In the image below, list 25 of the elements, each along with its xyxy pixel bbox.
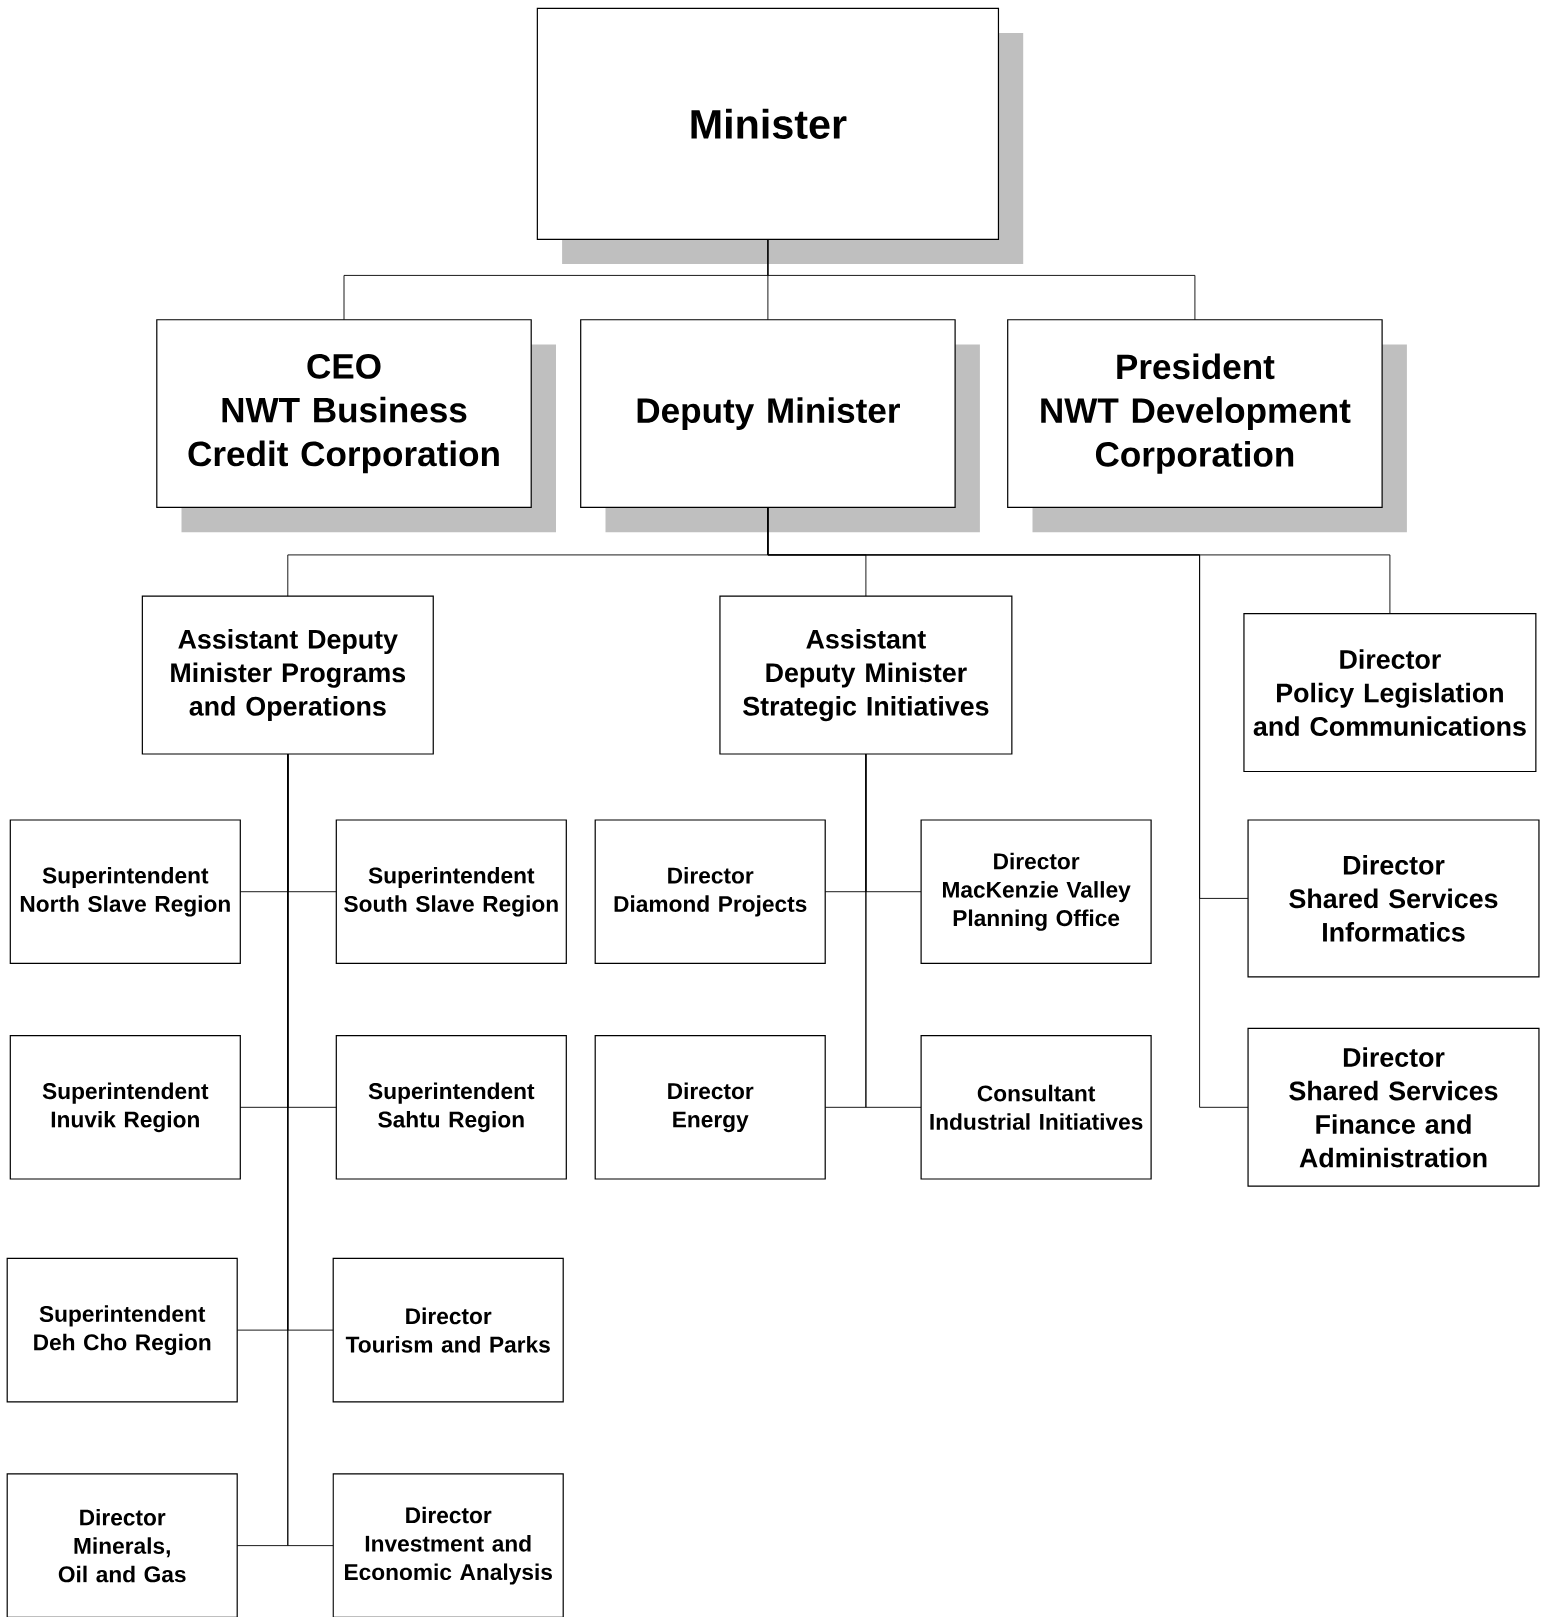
- org-box: Director Shared Services Informatics: [1247, 819, 1540, 978]
- connector-line: [767, 239, 1196, 320]
- org-box: Superintendent Sahtu Region: [335, 1035, 567, 1180]
- org-box: Assistant Deputy Minister Programs and Operations: [141, 595, 434, 755]
- org-box: Director Energy: [594, 1035, 826, 1180]
- org-box: Director Tourism and Parks: [332, 1257, 564, 1403]
- org-box: Director Diamond Projects: [594, 819, 826, 964]
- org-box: Superintendent South Slave Region: [335, 819, 567, 964]
- org-box: Director MacKenzie Valley Planning Office: [920, 819, 1152, 964]
- org-box: Director Investment and Economic Analysis: [332, 1473, 564, 1617]
- org-box: Director Minerals, Oil and Gas: [6, 1473, 238, 1617]
- org-box: Director Shared Services Finance and Administration: [1247, 1027, 1540, 1187]
- org-box: Consultant Industrial Initiatives: [920, 1035, 1152, 1180]
- connector-line: [287, 754, 334, 1547]
- org-box: CEO NWT Business Credit Corporation: [156, 319, 556, 533]
- org-box: President NWT Development Corporation: [1007, 319, 1407, 533]
- org-box: Superintendent Deh Cho Region: [6, 1257, 238, 1403]
- org-box: Director Policy Legislation and Communications: [1243, 613, 1537, 773]
- connector-line: [767, 507, 1248, 1108]
- org-box: Deputy Minister: [580, 319, 980, 533]
- connector-line: [865, 754, 921, 1108]
- org-box: Superintendent Inuvik Region: [9, 1035, 241, 1180]
- org-box: Minister: [536, 7, 1024, 265]
- org-box: Superintendent North Slave Region: [9, 819, 241, 964]
- org-box: Assistant Deputy Minister Strategic Initiatives: [719, 595, 1013, 755]
